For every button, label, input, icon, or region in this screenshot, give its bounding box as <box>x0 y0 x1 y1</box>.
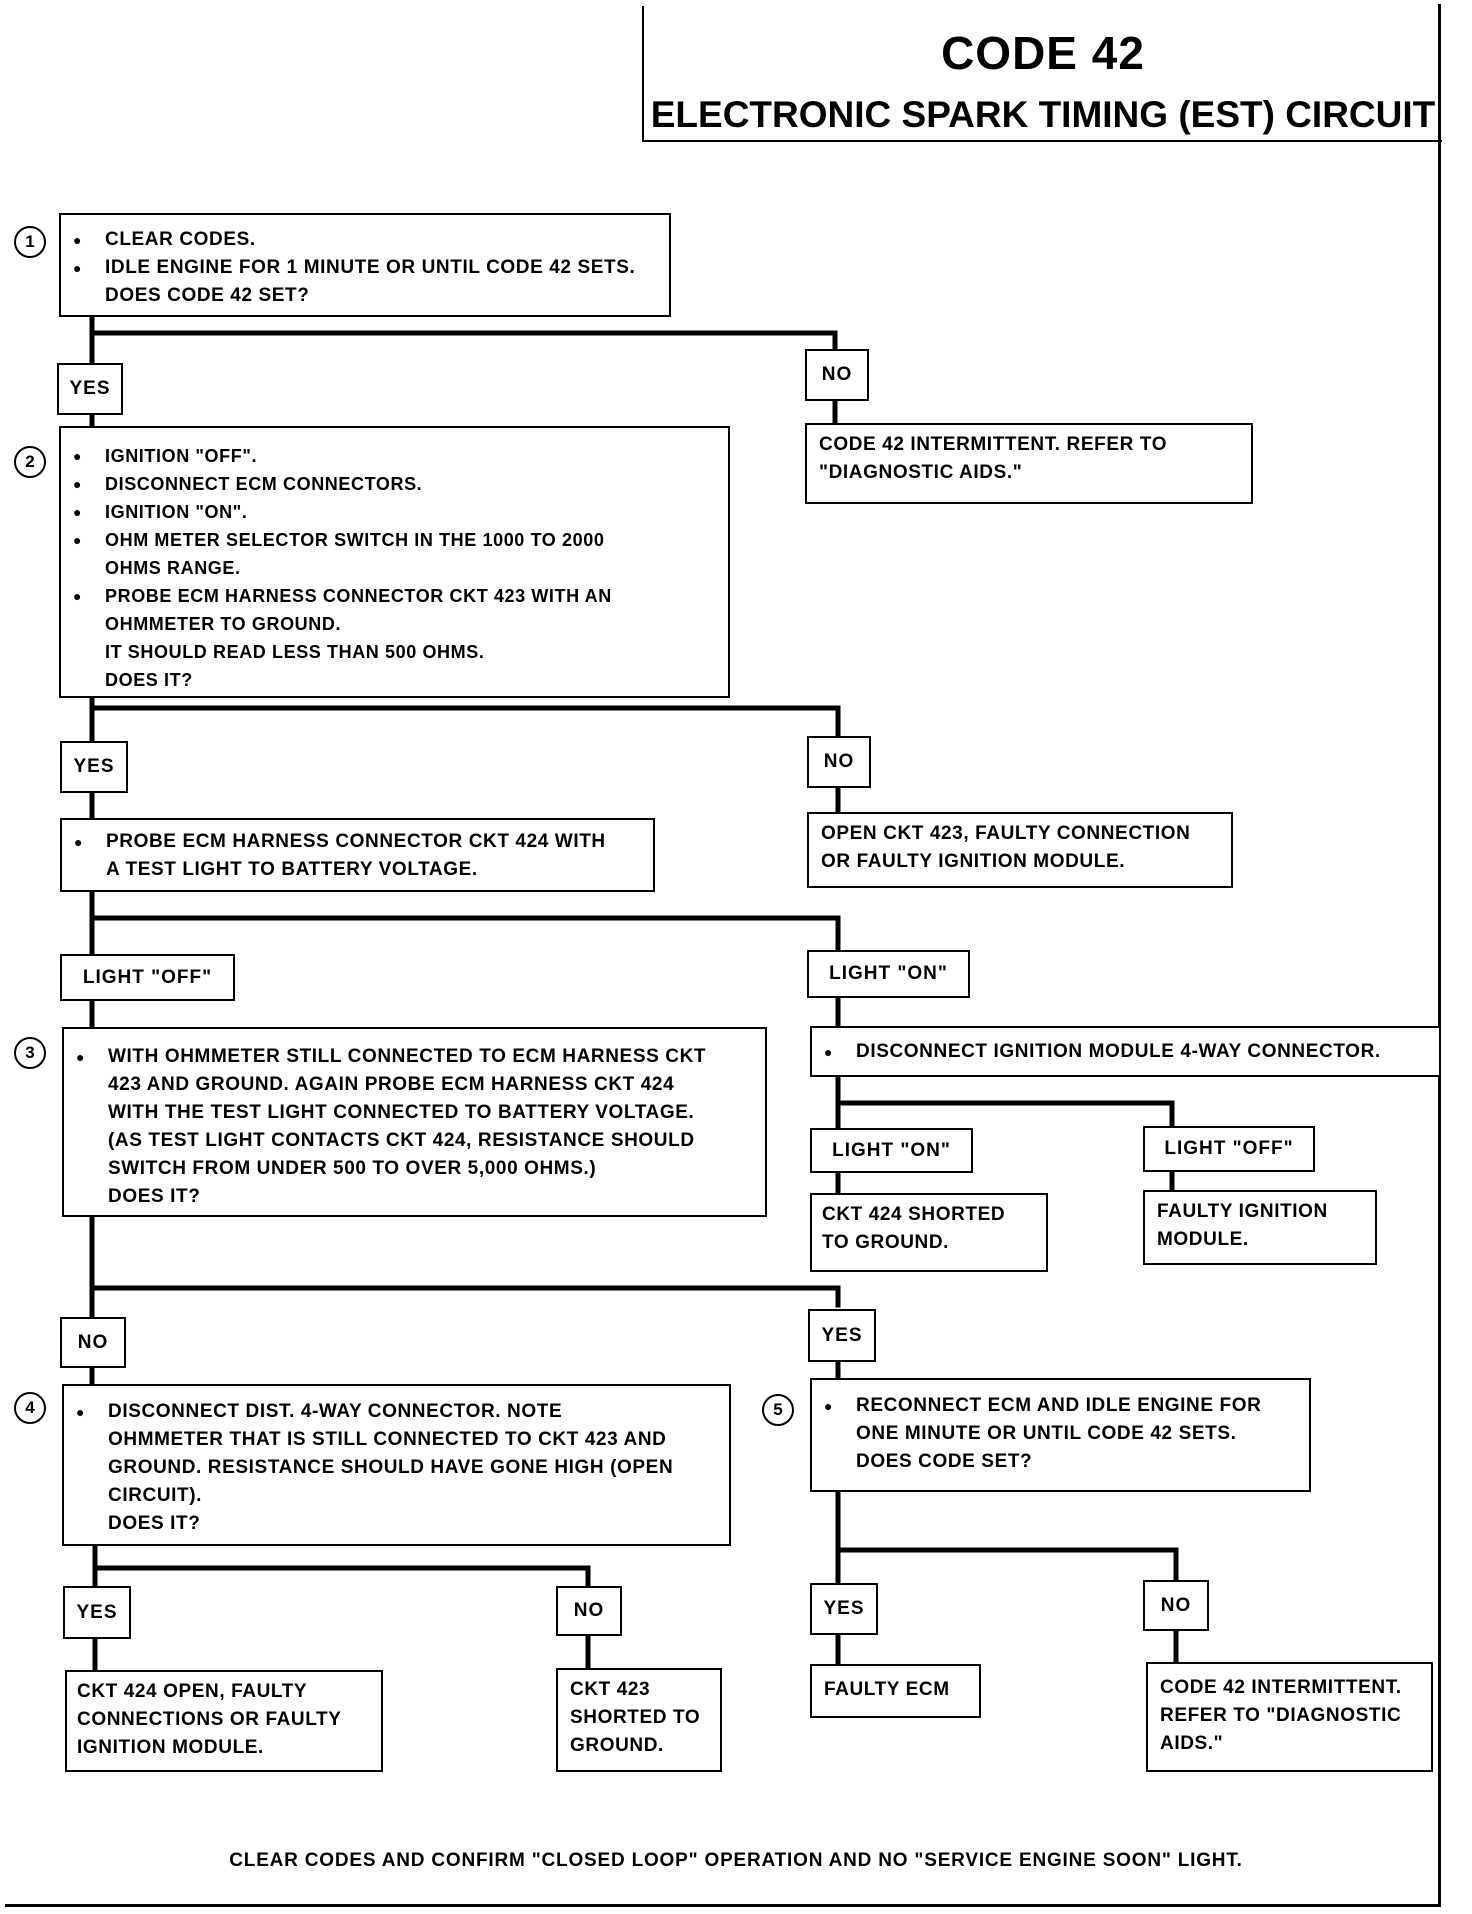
step-3-yes-label: YES <box>808 1309 876 1362</box>
step-5-no-label: NO <box>1143 1580 1209 1631</box>
result-open-ckt423: OPEN CKT 423, FAULTY CONNECTION OR FAULT… <box>807 812 1233 888</box>
step-5-yes-label: YES <box>810 1583 878 1635</box>
step-4-line-4: CIRCUIT). <box>108 1485 203 1506</box>
step-number-1: 1 <box>14 226 46 258</box>
step-2-bullet-5: PROBE ECM HARNESS CONNECTOR CKT 423 WITH… <box>61 582 728 610</box>
result-8-line-1: CODE 42 INTERMITTENT. <box>1160 1677 1402 1698</box>
step-3-no-label: NO <box>60 1317 126 1368</box>
step-3-line-5: SWITCH FROM UNDER 500 TO OVER 5,000 OHMS… <box>108 1158 597 1179</box>
light-on-label-1: LIGHT "ON" <box>807 950 970 998</box>
disconnect-module-box: DISCONNECT IGNITION MODULE 4-WAY CONNECT… <box>810 1026 1441 1077</box>
step-4-line-1: DISCONNECT DIST. 4-WAY CONNECTOR. NOTE <box>64 1398 729 1426</box>
result-ckt424-open: CKT 424 OPEN, FAULTY CONNECTIONS OR FAUL… <box>65 1670 383 1772</box>
result-1-line-1: CODE 42 INTERMITTENT. REFER TO <box>819 434 1168 455</box>
result-6-line-1: CKT 423 <box>570 1679 651 1700</box>
step-3-question: DOES IT? <box>108 1186 201 1207</box>
step-1-no-label: NO <box>805 349 869 401</box>
page-title: CODE 42 <box>941 27 1145 79</box>
step-2-bullet-5-cont-2: IT SHOULD READ LESS THAN 500 OHMS. <box>105 642 485 662</box>
step-2-bullet-1: IGNITION "OFF". <box>61 442 728 470</box>
light-off-label-1: LIGHT "OFF" <box>60 954 235 1001</box>
step-5-question: DOES CODE SET? <box>856 1451 1033 1472</box>
disconnect-module-line: DISCONNECT IGNITION MODULE 4-WAY CONNECT… <box>812 1038 1439 1066</box>
result-4-line-2: MODULE. <box>1157 1229 1249 1250</box>
connector-s4 <box>92 1541 591 1591</box>
step-4-box: DISCONNECT DIST. 4-WAY CONNECTOR. NOTE O… <box>62 1384 731 1546</box>
step-1-box: CLEAR CODES. IDLE ENGINE FOR 1 MINUTE OR… <box>59 213 671 317</box>
step-3-line-1: WITH OHMMETER STILL CONNECTED TO ECM HAR… <box>64 1043 765 1071</box>
result-code42-intermittent-1: CODE 42 INTERMITTENT. REFER TO "DIAGNOST… <box>805 423 1253 504</box>
step-number-4: 4 <box>14 1392 46 1424</box>
title-block: CODE 42 ELECTRONIC SPARK TIMING (EST) CI… <box>642 6 1442 142</box>
footer-instruction: CLEAR CODES AND CONFIRM "CLOSED LOOP" OP… <box>229 1850 1243 1871</box>
page-subtitle: ELECTRONIC SPARK TIMING (EST) CIRCUIT <box>650 94 1436 135</box>
connector-s3 <box>89 1212 841 1321</box>
step-2-no-label: NO <box>807 736 871 788</box>
step-1-line-2: IDLE ENGINE FOR 1 MINUTE OR UNTIL CODE 4… <box>61 254 669 282</box>
connector-s5 <box>835 1487 1179 1601</box>
step-number-3: 3 <box>14 1037 46 1069</box>
result-6-line-3: GROUND. <box>570 1735 664 1756</box>
result-5-line-1: CKT 424 OPEN, FAULTY <box>77 1681 308 1702</box>
step-2-bullet-4-cont: OHMS RANGE. <box>105 558 241 578</box>
step-number-2: 2 <box>14 446 46 478</box>
result-3-line-2: TO GROUND. <box>822 1232 950 1253</box>
result-code42-intermittent-2: CODE 42 INTERMITTENT. REFER TO "DIAGNOST… <box>1146 1662 1433 1772</box>
step-3-line-3: WITH THE TEST LIGHT CONNECTED TO BATTERY… <box>108 1102 695 1123</box>
step-2-bullet-4: OHM METER SELECTOR SWITCH IN THE 1000 TO… <box>61 526 728 554</box>
step-5-line-2: ONE MINUTE OR UNTIL CODE 42 SETS. <box>856 1423 1237 1444</box>
result-faulty-ecm: FAULTY ECM <box>810 1664 981 1718</box>
result-2-line-2: OR FAULTY IGNITION MODULE. <box>821 851 1126 872</box>
light-off-label-2: LIGHT "OFF" <box>1143 1126 1315 1172</box>
result-4-line-1: FAULTY IGNITION <box>1157 1201 1328 1222</box>
step-5-line-1: RECONNECT ECM AND IDLE ENGINE FOR <box>812 1392 1309 1420</box>
step-4-yes-label: YES <box>63 1586 131 1639</box>
result-6-line-2: SHORTED TO <box>570 1707 701 1728</box>
result-faulty-ignition-module: FAULTY IGNITION MODULE. <box>1143 1190 1377 1265</box>
step-5-box: RECONNECT ECM AND IDLE ENGINE FOR ONE MI… <box>810 1378 1311 1492</box>
step-2-bullet-5-cont-1: OHMMETER TO GROUND. <box>105 614 342 634</box>
page-frame <box>5 4 1441 1907</box>
result-ckt423-shorted: CKT 423 SHORTED TO GROUND. <box>556 1668 722 1772</box>
step-4-line-2: OHMMETER THAT IS STILL CONNECTED TO CKT … <box>108 1429 667 1450</box>
result-ckt424-shorted: CKT 424 SHORTED TO GROUND. <box>810 1193 1048 1272</box>
result-2-line-1: OPEN CKT 423, FAULTY CONNECTION <box>821 823 1191 844</box>
result-5-line-3: IGNITION MODULE. <box>77 1737 264 1758</box>
step-2-bullet-3: IGNITION "ON". <box>61 498 728 526</box>
result-5-line-2: CONNECTIONS OR FAULTY <box>77 1709 342 1730</box>
step-1-yes-label: YES <box>57 363 123 415</box>
step-2-yes-label: YES <box>60 741 128 793</box>
connector-s1 <box>89 313 838 369</box>
connector-probe <box>89 886 841 958</box>
step-1-question: DOES CODE 42 SET? <box>105 285 310 306</box>
step-3-box: WITH OHMMETER STILL CONNECTED TO ECM HAR… <box>62 1027 767 1217</box>
result-1-line-2: "DIAGNOSTIC AIDS." <box>819 462 1023 483</box>
step-2-question: DOES IT? <box>105 670 193 690</box>
result-3-line-1: CKT 424 SHORTED <box>822 1204 1006 1225</box>
step-1-line-1: CLEAR CODES. <box>61 226 669 254</box>
result-8-line-3: AIDS." <box>1160 1733 1224 1754</box>
step-2-bullet-2: DISCONNECT ECM CONNECTORS. <box>61 470 728 498</box>
probe-line-2: A TEST LIGHT TO BATTERY VOLTAGE. <box>106 859 478 880</box>
step-4-line-3: GROUND. RESISTANCE SHOULD HAVE GONE HIGH… <box>108 1457 674 1478</box>
step-4-no-label: NO <box>556 1586 622 1636</box>
probe-line-1: PROBE ECM HARNESS CONNECTOR CKT 424 WITH <box>62 828 653 856</box>
light-on-label-2: LIGHT "ON" <box>810 1128 973 1173</box>
step-3-line-4: (AS TEST LIGHT CONTACTS CKT 424, RESISTA… <box>108 1130 695 1151</box>
step-2-box: IGNITION "OFF". DISCONNECT ECM CONNECTOR… <box>59 426 730 698</box>
connector-s2 <box>89 692 841 746</box>
result-7-line-1: FAULTY ECM <box>824 1679 950 1700</box>
step-3-line-2: 423 AND GROUND. AGAIN PROBE ECM HARNESS … <box>108 1074 675 1095</box>
result-8-line-2: REFER TO "DIAGNOSTIC <box>1160 1705 1402 1726</box>
probe-ckt424-box: PROBE ECM HARNESS CONNECTOR CKT 424 WITH… <box>60 818 655 892</box>
step-number-5: 5 <box>762 1394 794 1426</box>
step-4-question: DOES IT? <box>108 1513 201 1534</box>
connector-module <box>835 1072 1175 1132</box>
